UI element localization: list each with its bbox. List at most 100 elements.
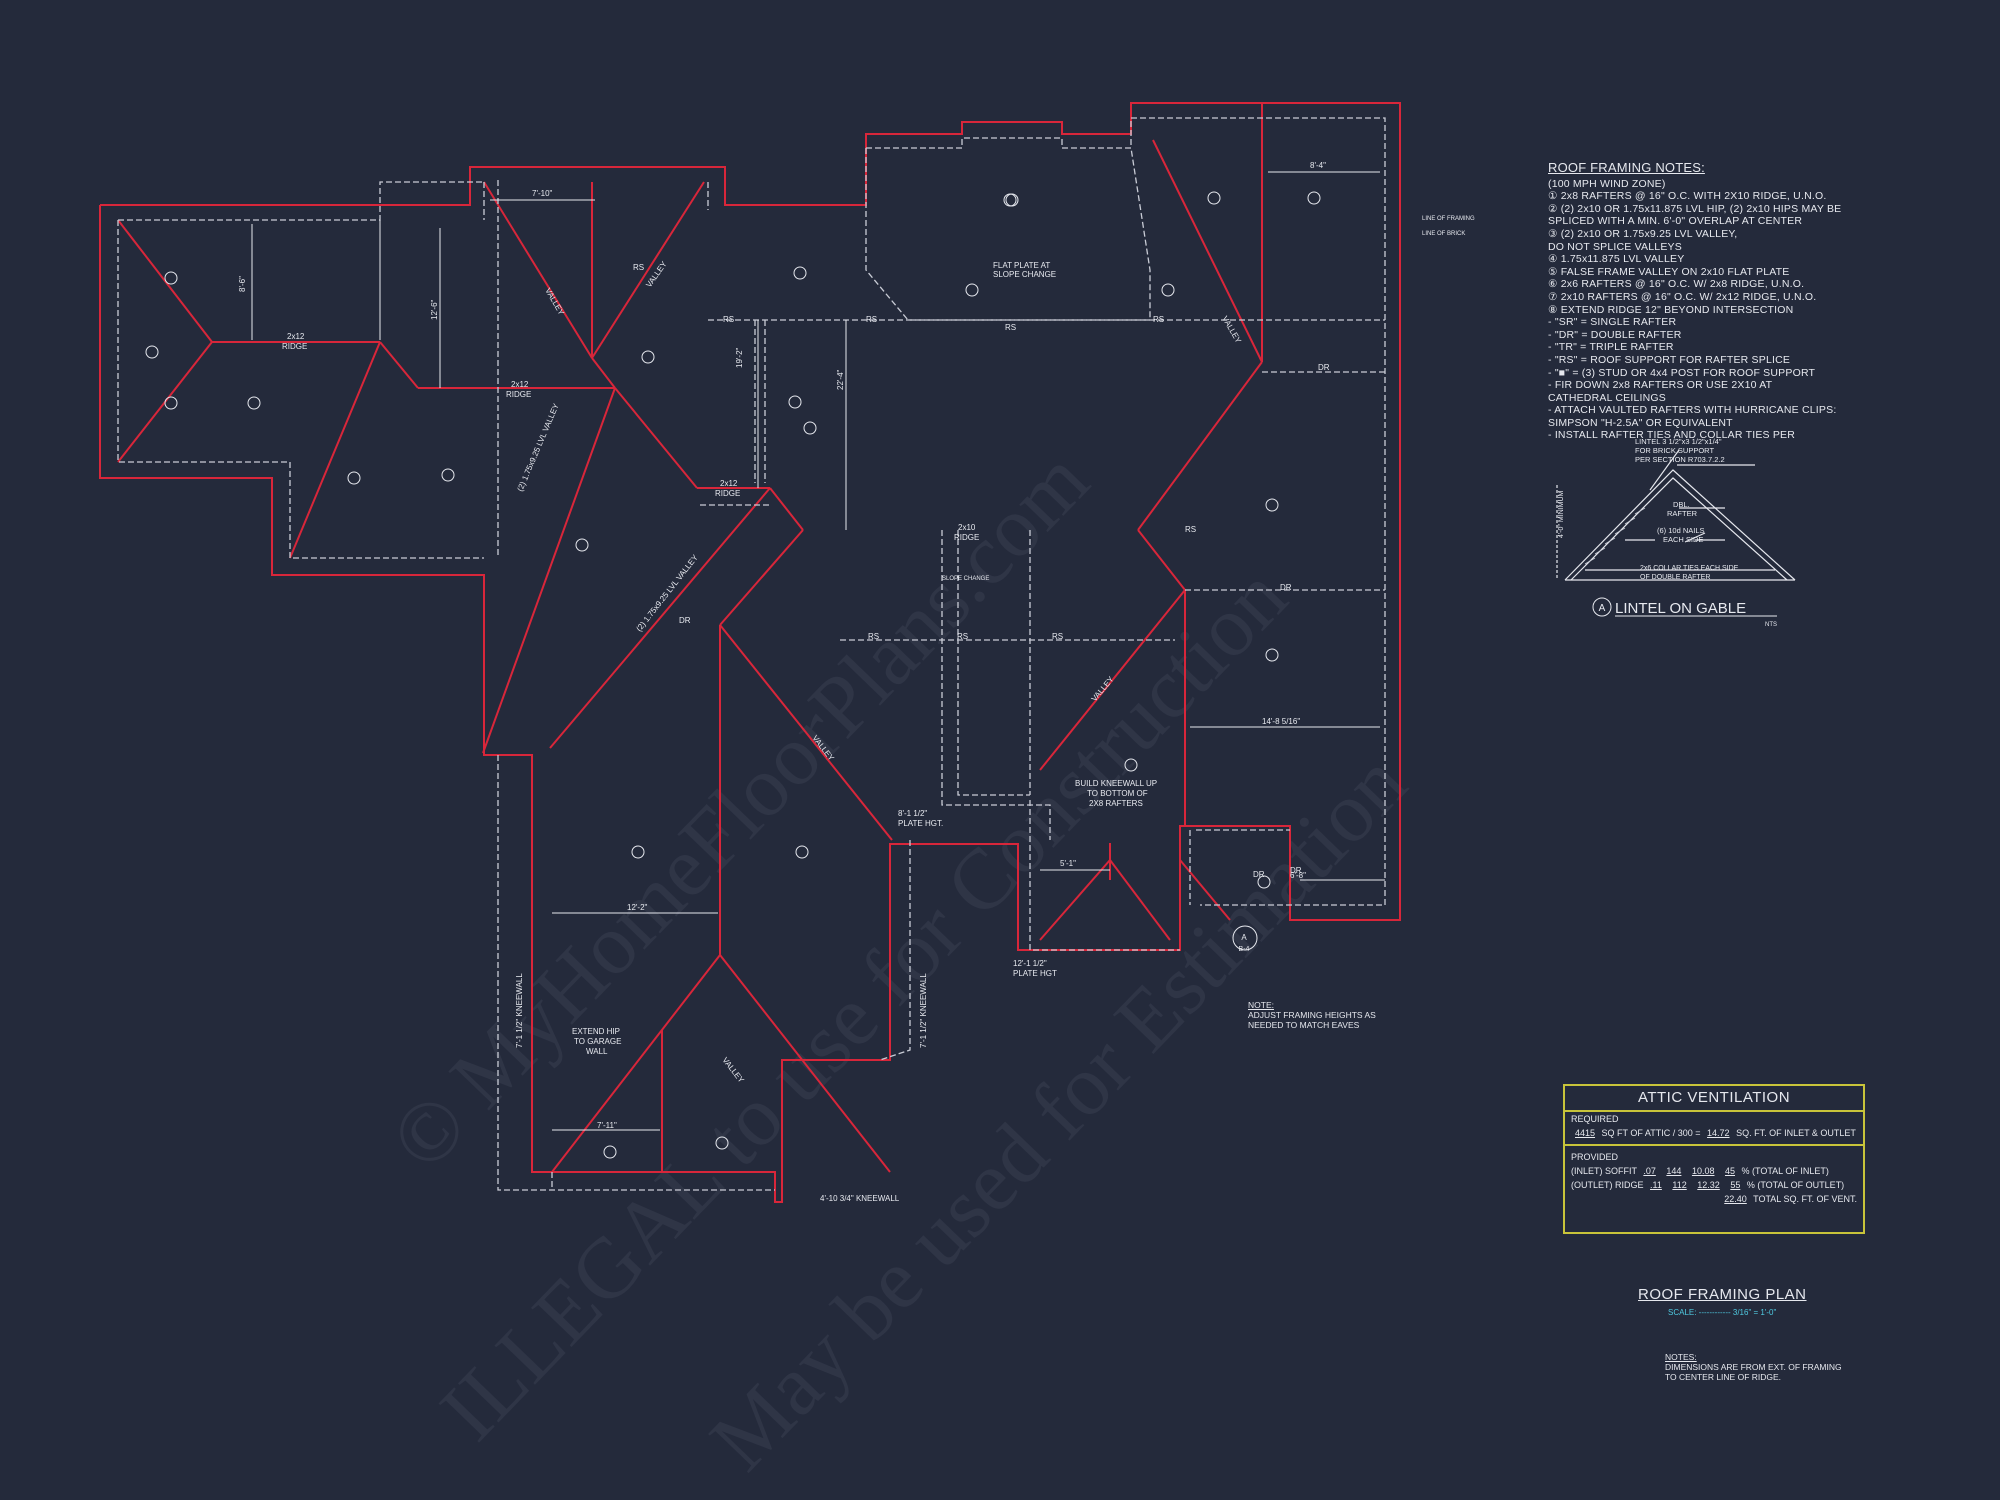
total-unit: TOTAL SQ. FT. OF VENT. [1753, 1194, 1857, 1204]
detail-marker-circle [1592, 597, 1612, 617]
note-line: CATHEDRAL CEILINGS [1548, 391, 1666, 404]
note-line: ⑦ 2x10 RAFTERS @ 16" O.C. W/ 2x12 RIDGE,… [1548, 290, 1817, 303]
slope-change-small-label: SLOPE CHANGE [942, 576, 989, 582]
note-line: - INSTALL RAFTER TIES AND COLLAR TIES PE… [1548, 429, 1796, 442]
outlet-length: 112 [1672, 1180, 1687, 1190]
dimensions-note: NOTES: DIMENSIONS ARE FROM EXT. OF FRAMI… [1665, 1352, 1855, 1382]
collar-label-1: 2x6 COLLAR TIES EACH SIDE [1640, 565, 1739, 572]
note-line: - "DR" = DOUBLE RAFTER [1548, 328, 1682, 341]
dr-label-1: DR [1318, 363, 1330, 372]
wall-dashed-lines [117, 117, 1386, 1191]
ridge-size-label-c: 2x12 [720, 479, 738, 488]
kneewall-left-label: 7'-1 1/2" KNEEWALL [515, 973, 524, 1048]
rs-label-1: RS [723, 315, 734, 324]
plate-height-1b: PLATE HGT. [898, 819, 943, 828]
extend-hip-note-3: WALL [586, 1047, 608, 1056]
note-line: ① 2x8 RAFTERS @ 16" O.C. WITH 2X10 RIDGE… [1548, 190, 1827, 203]
ridge-label-d: RIDGE [954, 533, 979, 542]
roof-outline [99, 102, 1401, 1203]
nails-label-1: (6) 10d NAILS [1657, 526, 1705, 535]
plate-height-2b: PLATE HGT [1013, 969, 1057, 978]
nts-label: NTS [1765, 622, 1777, 628]
note-line: SIMPSON "H-2.5A" OR EQUIVALENT [1548, 416, 1733, 429]
dimension-19-2: 19'-2" [735, 347, 744, 368]
dr-label-5: DR [1290, 866, 1302, 875]
valley-label-2: VALLEY [644, 259, 669, 289]
total-value: 22.40 [1724, 1194, 1747, 1204]
note-line: ⑤ FALSE FRAME VALLEY ON 2x10 FLAT PLATE [1548, 265, 1790, 278]
required-row: 4415 SQ FT OF ATTIC / 300 = 14.72 SQ. FT… [1565, 1126, 1863, 1140]
plan-text-labels: 2x12 RIDGE 2x12 RIDGE 2x12 RIDGE 2x10 RI… [238, 161, 1475, 1203]
total-row: 22.40 TOTAL SQ. FT. OF VENT. [1565, 1192, 1863, 1206]
extend-hip-note-1: EXTEND HIP [572, 1027, 620, 1036]
roof-framing-plan-title: ROOF FRAMING PLAN [1638, 1286, 1807, 1303]
outlet-value: .11 [1650, 1180, 1662, 1190]
required-formula: SQ FT OF ATTIC / 300 = [1601, 1128, 1701, 1138]
inlet-percent-label: % (TOTAL OF INLET) [1741, 1166, 1829, 1176]
rs-label-5: RS [868, 632, 879, 641]
rs-label-8: RS [1185, 525, 1196, 534]
dr-label-2: DR [1280, 583, 1292, 592]
dimension-7-10: 7'-10" [532, 189, 553, 198]
dr-label-4: DR [1253, 870, 1265, 879]
slope-change-label: SLOPE CHANGE [993, 270, 1056, 279]
notes-title: ROOF FRAMING NOTES: [1548, 160, 1705, 175]
inlet-value: .07 [1643, 1166, 1656, 1176]
outlet-percent-label: % (TOTAL OF OUTLET) [1746, 1180, 1845, 1190]
valley-label-1: VALLEY [543, 287, 566, 318]
flat-plate-label: FLAT PLATE AT [993, 261, 1050, 270]
scale-label: SCALE: ------------ 3/16" = 1'-0" [1668, 1308, 1777, 1317]
inlet-result: 10.08 [1691, 1166, 1715, 1176]
collar-label-2: OF DOUBLE RAFTER [1640, 574, 1710, 581]
adjust-framing-note: NOTE: ADJUST FRAMING HEIGHTS AS NEEDED T… [1248, 1000, 1408, 1030]
detail-marker-letter: A [1599, 603, 1606, 614]
rs-label-2: RS [866, 315, 877, 324]
inlet-row: (INLET) SOFFIT .07 144 10.08 45 % (TOTAL… [1565, 1164, 1863, 1178]
note-line: (100 MPH WIND ZONE) [1548, 177, 1666, 190]
dimension-5-1: 5'-1" [1060, 859, 1076, 868]
inlet-percent: 45 [1724, 1166, 1735, 1176]
rafter-label: RAFTER [1667, 509, 1698, 518]
lvl-valley-label-1: (2) 1.75x9.25 LVL VALLEY [516, 402, 561, 493]
note-line: ⑥ 2x6 RAFTERS @ 16" O.C. W/ 2x8 RIDGE, U… [1548, 278, 1805, 291]
outlet-result: 12.32 [1697, 1180, 1720, 1190]
dimensions-note-body: DIMENSIONS ARE FROM EXT. OF FRAMING TO C… [1665, 1362, 1842, 1382]
ridge-label-b: RIDGE [506, 390, 531, 399]
required-label: REQUIRED [1571, 1114, 1619, 1124]
dimension-8-4: 8'-4" [1310, 161, 1326, 170]
note-line: ② (2) 2x10 OR 1.75x11.875 LVL HIP, (2) 2… [1548, 202, 1842, 215]
gable-outline [1564, 469, 1796, 581]
outlet-label: (OUTLET) RIDGE [1571, 1180, 1644, 1190]
rs-label-4: RS [1153, 315, 1164, 324]
lintel-detail-title: LINTEL ON GABLE [1615, 600, 1746, 617]
adjust-note-head: NOTE: [1248, 1000, 1274, 1010]
line-of-framing-label: LINE OF FRAMING [1422, 216, 1475, 222]
rs-label-6: RS [957, 632, 968, 641]
plate-height-2a: 12'-1 1/2" [1013, 959, 1047, 968]
outer-eave-line [99, 102, 1401, 1203]
outlet-row: (OUTLET) RIDGE .11 112 12.32 55 % (TOTAL… [1565, 1178, 1863, 1192]
dimension-7-11: 7'-11" [597, 1121, 617, 1130]
lintel-on-gable-detail: LINTEL 3 1/2"x3 1/2"x1/4" FOR BRICK SUPP… [1556, 437, 1796, 628]
dimension-lines [251, 171, 1385, 1131]
dimensions-note-head: NOTES: [1665, 1352, 1697, 1362]
note-line: - FIR DOWN 2x8 RAFTERS OR USE 2X10 AT [1548, 379, 1773, 392]
attic-ventilation-title: ATTIC VENTILATION [1565, 1086, 1863, 1112]
note-line: - ATTACH VAULTED RAFTERS WITH HURRICANE … [1548, 404, 1837, 417]
ridge-size-label-a: 2x12 [287, 332, 305, 341]
ridge-size-label-d: 2x10 [958, 523, 976, 532]
dr-label-3: DR [679, 616, 691, 625]
outlet-percent: 55 [1730, 1180, 1741, 1190]
section-ref-letter: A [1241, 933, 1247, 942]
kneewall-note-2: TO BOTTOM OF [1087, 789, 1148, 798]
note-line: - "SR" = SINGLE RAFTER [1548, 316, 1677, 329]
ridge-size-label-b: 2x12 [511, 380, 529, 389]
rafter-callouts [145, 191, 1321, 1159]
note-line: - "TR" = TRIPLE RAFTER [1548, 341, 1674, 354]
attic-ventilation-table: ATTIC VENTILATION REQUIRED 4415 SQ FT OF… [1563, 1084, 1865, 1234]
valley-label-3: VALLEY [1220, 315, 1243, 346]
required-result: 14.72 [1707, 1128, 1730, 1138]
dimension-22-4: 22'-4" [836, 369, 845, 390]
extend-hip-note-2: TO GARAGE [574, 1037, 621, 1046]
